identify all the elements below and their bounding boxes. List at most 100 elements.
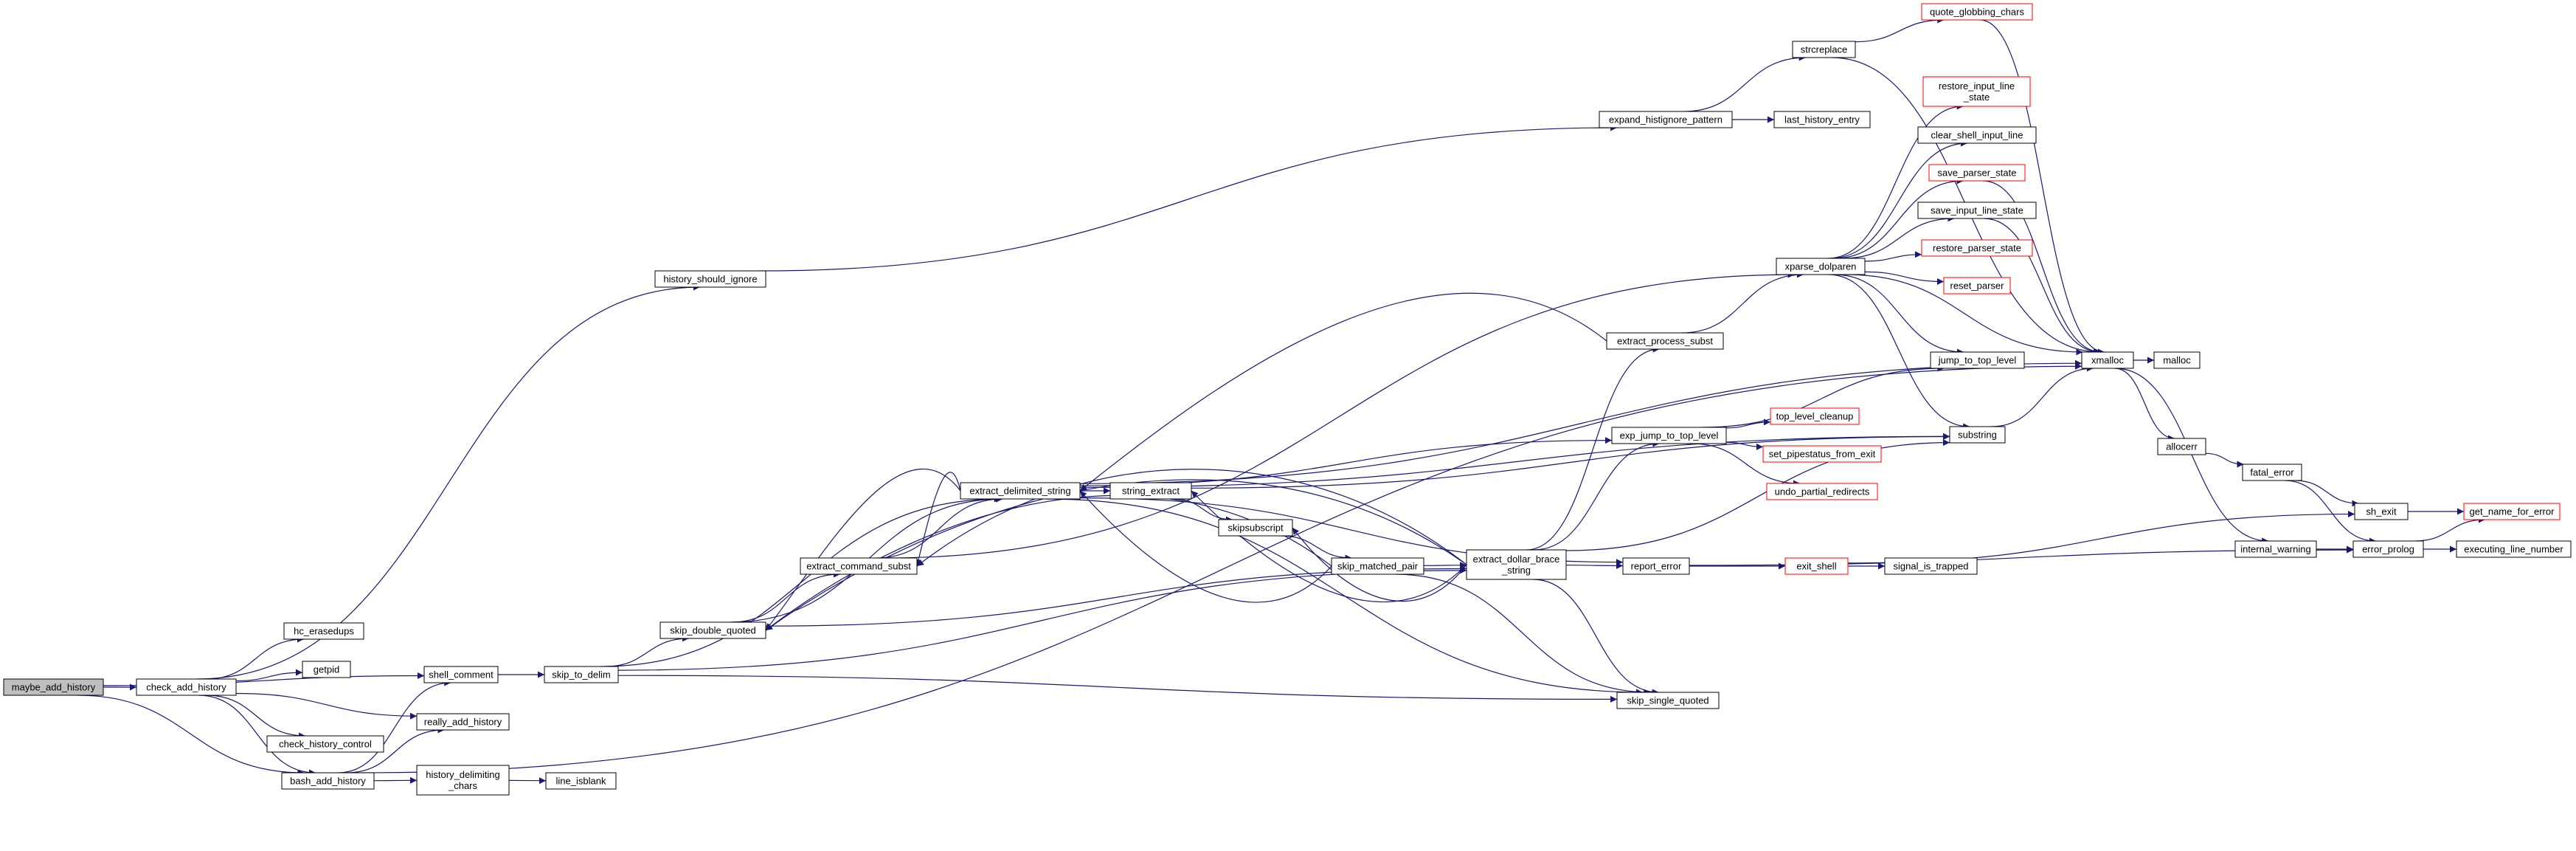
node-fatal-error[interactable]: fatal_error — [2242, 464, 2302, 481]
node-clear-shell-input-line[interactable]: clear_shell_input_line — [1917, 126, 2037, 144]
node-jump-to-top-level[interactable]: jump_to_top_level — [1930, 351, 2025, 369]
node-error-prolog[interactable]: error_prolog — [2352, 540, 2424, 558]
node-box[interactable] — [1109, 482, 1192, 500]
node-box[interactable] — [2234, 540, 2317, 558]
node-extract-dollar-brace-string[interactable]: extract_dollar_brace_string — [1466, 549, 1567, 580]
node-restore-parser-state[interactable]: restore_parser_state — [1921, 239, 2033, 257]
node-strcreplace[interactable]: strcreplace — [1792, 41, 1856, 58]
node-bash-add-history[interactable]: bash_add_history — [281, 772, 375, 790]
node-undo-partial-redirects[interactable]: undo_partial_redirects — [1766, 483, 1878, 500]
node-box[interactable] — [136, 678, 237, 696]
node-box[interactable] — [1792, 41, 1856, 58]
node-save-input-line-state[interactable]: save_input_line_state — [1917, 201, 2037, 219]
node-box[interactable] — [416, 765, 510, 796]
node-box[interactable] — [1921, 3, 2033, 21]
node-box[interactable] — [1622, 557, 1690, 575]
node-box[interactable] — [1218, 519, 1293, 537]
node-box[interactable] — [2242, 464, 2302, 481]
node-box[interactable] — [3, 678, 104, 696]
node-skip-double-quoted[interactable]: skip_double_quoted — [659, 621, 766, 639]
node-executing-line-number[interactable]: executing_line_number — [2456, 540, 2572, 558]
node-check-add-history[interactable]: check_add_history — [136, 678, 237, 696]
node-getpid[interactable]: getpid — [302, 661, 351, 678]
node-extract-delimited-string[interactable]: extract_delimited_string — [960, 482, 1081, 500]
node-box[interactable] — [1917, 201, 2037, 219]
node-skip-matched-pair[interactable]: skip_matched_pair — [1331, 557, 1424, 575]
node-box[interactable] — [2354, 503, 2409, 520]
node-xparse-dolparen[interactable]: xparse_dolparen — [1776, 258, 1866, 275]
node-sh-exit[interactable]: sh_exit — [2354, 503, 2409, 520]
node-box[interactable] — [2456, 540, 2572, 558]
node-check-history-control[interactable]: check_history_control — [266, 735, 384, 753]
node-set-pipestatus-from-exit[interactable]: set_pipestatus_from_exit — [1762, 445, 1882, 463]
node-skipsubscript[interactable]: skipsubscript — [1218, 519, 1293, 537]
node-line-isblank[interactable]: line_isblank — [545, 772, 617, 790]
node-box[interactable] — [1611, 427, 1727, 444]
node-box[interactable] — [544, 666, 619, 683]
node-box[interactable] — [1884, 557, 1978, 575]
node-signal-is-trapped[interactable]: signal_is_trapped — [1884, 557, 1978, 575]
node-box[interactable] — [2153, 351, 2201, 369]
node-exp-jump-to-top-level[interactable]: exp_jump_to_top_level — [1611, 427, 1727, 444]
node-internal-warning[interactable]: internal_warning — [2234, 540, 2317, 558]
node-reset-parser[interactable]: reset_parser — [1943, 277, 2011, 294]
node-box[interactable] — [1599, 111, 1733, 128]
node-history-delimiting-chars[interactable]: history_delimiting_chars — [416, 765, 510, 796]
node-box[interactable] — [1770, 407, 1860, 425]
node-box[interactable] — [1606, 332, 1724, 350]
node-box[interactable] — [1331, 557, 1424, 575]
node-maybe-add-history[interactable]: maybe_add_history — [3, 678, 104, 696]
node-box[interactable] — [2463, 503, 2561, 520]
node-box[interactable] — [1930, 351, 2025, 369]
node-box[interactable] — [1928, 164, 2026, 182]
node-shell-comment[interactable]: shell_comment — [423, 666, 499, 683]
node-box[interactable] — [1773, 111, 1871, 128]
node-allocerr[interactable]: allocerr — [2157, 438, 2206, 455]
node-extract-process-subst[interactable]: extract_process_subst — [1606, 332, 1724, 350]
node-restore-input-line-state[interactable]: restore_input_line_state — [1922, 76, 2031, 107]
node-box[interactable] — [800, 557, 918, 575]
node-report-error[interactable]: report_error — [1622, 557, 1690, 575]
node-box[interactable] — [2081, 351, 2134, 369]
node-hc-erasedups[interactable]: hc_erasedups — [283, 622, 364, 640]
node-really-add-history[interactable]: really_add_history — [416, 713, 510, 731]
node-box[interactable] — [654, 270, 766, 288]
node-box[interactable] — [266, 735, 384, 753]
node-quote-globbing-chars[interactable]: quote_globbing_chars — [1921, 3, 2033, 21]
node-top-level-cleanup[interactable]: top_level_cleanup — [1770, 407, 1860, 425]
node-box[interactable] — [1949, 426, 2006, 444]
node-malloc[interactable]: malloc — [2153, 351, 2201, 369]
node-box[interactable] — [1784, 557, 1849, 575]
node-box[interactable] — [281, 772, 375, 790]
node-box[interactable] — [416, 713, 510, 731]
node-box[interactable] — [1616, 692, 1720, 709]
node-box[interactable] — [1921, 239, 2033, 257]
node-box[interactable] — [1943, 277, 2011, 294]
node-skip-to-delim[interactable]: skip_to_delim — [544, 666, 619, 683]
node-box[interactable] — [283, 622, 364, 640]
node-exit-shell[interactable]: exit_shell — [1784, 557, 1849, 575]
node-xmalloc[interactable]: xmalloc — [2081, 351, 2134, 369]
node-box[interactable] — [1776, 258, 1866, 275]
node-last-history-entry[interactable]: last_history_entry — [1773, 111, 1871, 128]
node-substring[interactable]: substring — [1949, 426, 2006, 444]
node-box[interactable] — [423, 666, 499, 683]
node-box[interactable] — [2157, 438, 2206, 455]
node-box[interactable] — [960, 482, 1081, 500]
node-box[interactable] — [545, 772, 617, 790]
node-box[interactable] — [2352, 540, 2424, 558]
node-skip-single-quoted[interactable]: skip_single_quoted — [1616, 692, 1720, 709]
node-box[interactable] — [302, 661, 351, 678]
node-extract-command-subst[interactable]: extract_command_subst — [800, 557, 918, 575]
node-box[interactable] — [1762, 445, 1882, 463]
node-string-extract[interactable]: string_extract — [1109, 482, 1192, 500]
node-history-should-ignore[interactable]: history_should_ignore — [654, 270, 766, 288]
node-box[interactable] — [1466, 549, 1567, 580]
node-get-name-for-error[interactable]: get_name_for_error — [2463, 503, 2561, 520]
node-save-parser-state[interactable]: save_parser_state — [1928, 164, 2026, 182]
node-box[interactable] — [1917, 126, 2037, 144]
node-expand-histignore-pattern[interactable]: expand_histignore_pattern — [1599, 111, 1733, 128]
node-box[interactable] — [659, 621, 766, 639]
node-box[interactable] — [1766, 483, 1878, 500]
node-box[interactable] — [1922, 76, 2031, 107]
